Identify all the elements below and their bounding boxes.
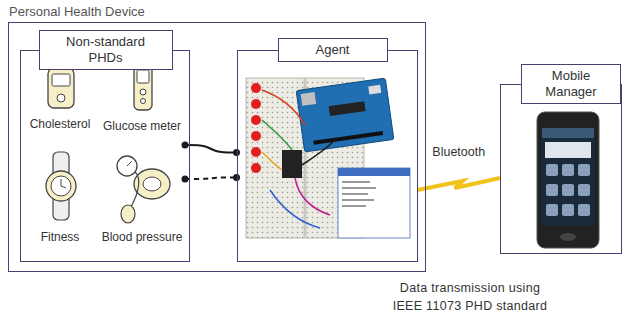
smartphone-image-part	[542, 128, 594, 226]
terminal-window-part	[338, 168, 410, 176]
wire-connector-dashed	[185, 178, 237, 180]
glucose-meter-icon-part	[137, 70, 149, 83]
smartphone-image	[537, 112, 599, 248]
smartphone-image-part	[578, 164, 590, 176]
system-boundary: CholesterolGlucose meterFitnessBlood pre…	[8, 22, 426, 272]
breadboard-photo-part	[302, 140, 335, 165]
arduino-board-part	[368, 85, 381, 95]
smartphone-image-part	[546, 204, 558, 216]
breadboard-photo-part	[262, 90, 305, 125]
breadboard-photo-part	[262, 152, 282, 170]
cholesterol-icon-part	[52, 74, 70, 86]
wire-end-dot	[182, 142, 189, 149]
terminal-window-part	[342, 199, 374, 201]
glucose-meter-icon-part	[140, 89, 146, 95]
arduino-board-part	[329, 101, 366, 116]
heading-tab: Agent	[278, 38, 388, 62]
fitness-watch-icon-part	[61, 179, 62, 186]
smartphone-image-part	[578, 204, 590, 216]
device-label: Cholesterol	[23, 117, 97, 131]
blood-pressure-icon-part	[143, 177, 161, 191]
note-text: Data transmission using IEEE 11073 PHD s…	[387, 279, 553, 315]
arduino-board	[296, 78, 394, 152]
smartphone-image-part	[546, 164, 558, 176]
breadboard-photo-part	[262, 120, 292, 150]
smartphone-image-part	[560, 233, 576, 241]
fitness-watch-icon-part	[61, 186, 66, 188]
smartphone-image-part	[562, 184, 574, 196]
device-node: Blood pressure	[99, 144, 185, 252]
blood-pressure-icon-part	[130, 172, 139, 208]
arduino-board-part	[313, 131, 383, 145]
wire-connector	[185, 145, 237, 153]
breadboard-photo-part	[251, 115, 261, 125]
smartphone-image-part	[537, 112, 599, 248]
cholesterol-icon-part	[57, 94, 65, 102]
smartphone-image-part	[546, 184, 558, 196]
terminal-window-part	[338, 168, 410, 238]
terminal-window	[338, 168, 410, 238]
breadboard-photo-part	[270, 190, 320, 228]
breadboard-photo-part	[251, 131, 261, 141]
terminal-window-part	[342, 181, 370, 183]
breadboard-photo-part	[251, 99, 261, 109]
fitness-watch-icon-part	[51, 176, 71, 196]
breadboard-photo-part	[282, 150, 302, 178]
breadboard-photo-part	[251, 163, 261, 173]
blood-pressure-icon	[117, 156, 170, 223]
fitness-watch-icon-part	[46, 171, 76, 201]
smartphone-image-part	[578, 184, 590, 196]
blood-pressure-icon-part	[121, 205, 135, 223]
arduino-board-part	[296, 78, 394, 152]
fitness-watch-icon	[46, 152, 76, 220]
box-heading: Mobile Manager	[545, 68, 596, 99]
terminal-window-part	[342, 193, 368, 195]
breadboard-photo-part	[295, 178, 330, 215]
cholesterol-icon-part	[48, 68, 74, 108]
bluetooth-bolt	[418, 178, 501, 190]
device-label: Glucose meter	[99, 119, 185, 133]
blood-pressure-icon-part	[134, 169, 170, 199]
arduino-board-part	[301, 92, 317, 106]
smartphone-image-part	[545, 142, 591, 158]
blood-pressure-icon-part	[117, 156, 137, 176]
breadboard-photo-part	[251, 83, 261, 93]
box-heading: Non-standard PHDs	[66, 34, 145, 65]
smartphone-image-part	[542, 128, 594, 138]
device-node: Fitness	[23, 144, 97, 252]
device-node: Glucose meter	[99, 57, 185, 149]
group-heading: Personal Health Device	[9, 4, 145, 19]
manager-box: Mobile Manager	[500, 84, 622, 254]
device-label: Blood pressure	[99, 230, 185, 244]
smartphone-image-part	[562, 204, 574, 216]
breadboard-photo-part	[251, 147, 261, 157]
blood-pressure-icon-part	[127, 161, 132, 166]
cholesterol-icon	[48, 68, 74, 108]
heading-tab: Mobile Manager	[521, 64, 621, 104]
connector-label: Bluetooth	[430, 145, 487, 160]
box-heading: Agent	[316, 42, 350, 57]
heading-tab: Non-standard PHDs	[39, 30, 173, 70]
glucose-meter-icon-part	[141, 99, 146, 104]
agent-box: Agent	[237, 50, 418, 262]
terminal-window-part	[342, 205, 366, 207]
smartphone-image-part	[562, 164, 574, 176]
terminal-window-part	[342, 187, 376, 189]
device-group-box: CholesterolGlucose meterFitnessBlood pre…	[20, 50, 190, 262]
glucose-meter-icon-part	[134, 64, 152, 110]
wire-end-dot	[182, 176, 189, 183]
device-label: Fitness	[23, 230, 97, 244]
